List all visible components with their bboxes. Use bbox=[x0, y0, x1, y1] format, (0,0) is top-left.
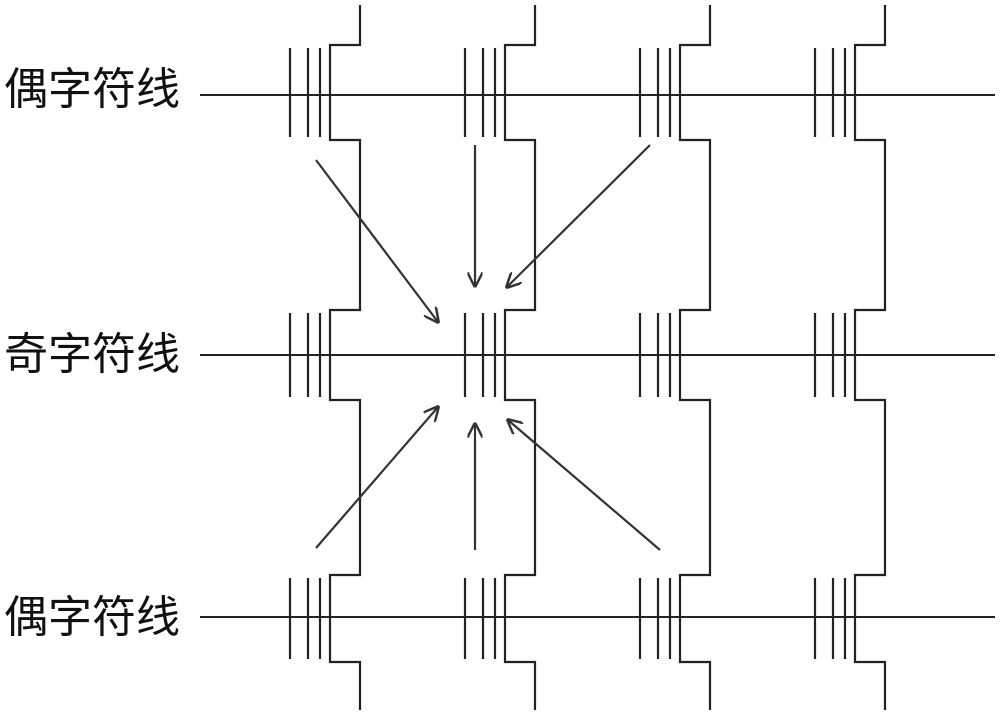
bit-line-col-3 bbox=[678, 5, 712, 710]
odd-word-line-label: 奇字符线 bbox=[4, 329, 180, 380]
disturbance-arrows bbox=[315, 144, 661, 551]
bit-lines bbox=[328, 5, 887, 710]
bit-line-col-2 bbox=[503, 5, 537, 710]
bit-line-col-1 bbox=[328, 5, 362, 710]
arrow-upper-right bbox=[507, 144, 651, 287]
even-word-line-label-top: 偶字符线 bbox=[4, 64, 180, 115]
arrow-lower-right bbox=[508, 420, 661, 551]
arrow-upper-left bbox=[315, 159, 438, 322]
bit-line-col-4 bbox=[853, 5, 887, 710]
word-lines bbox=[200, 94, 995, 618]
arrow-lower-left bbox=[315, 407, 438, 549]
transistor-gates bbox=[288, 48, 847, 659]
even-word-line-label-bottom: 偶字符线 bbox=[4, 592, 180, 643]
